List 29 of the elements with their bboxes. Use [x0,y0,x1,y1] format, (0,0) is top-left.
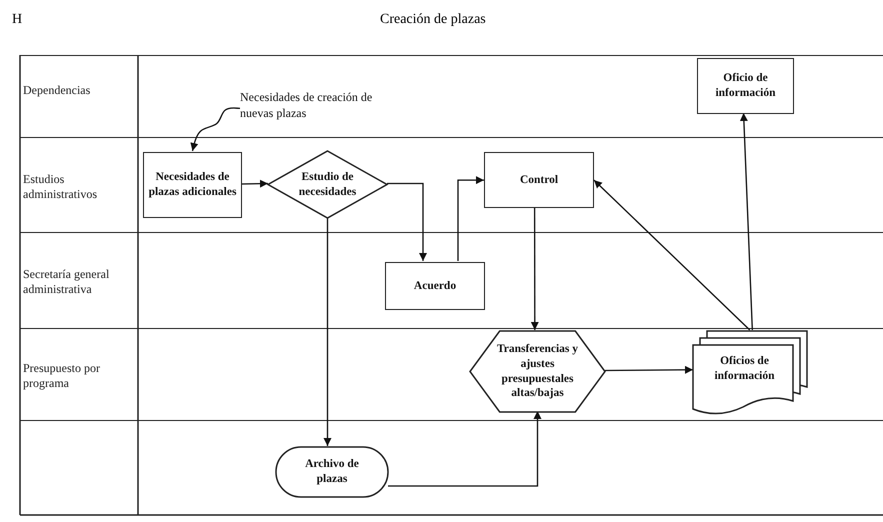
arrow [605,366,693,374]
node-label: Control [520,172,558,188]
arrow [190,107,240,152]
arrow [242,180,268,188]
arrow [387,182,427,261]
arrow [740,112,753,330]
node-label: Necesidades de plazas adicionales [148,170,237,200]
document-box [697,58,794,114]
node-label: Transferencias y ajustes presupuestales altas/bajas [496,342,580,402]
process-box [143,152,242,218]
page-letter: H [12,12,22,28]
node-label: Oficio de información [714,71,777,101]
arrow [457,176,484,261]
lane-label: Secretaría general administrativa [23,267,110,297]
lane-label: Presupuesto por programa [23,361,101,391]
node-label: Acuerdo [414,278,456,294]
process-box [484,152,594,208]
arrow [594,180,750,330]
input-note: Necesidades de creación de nuevas plazas [240,90,374,122]
lane-label: Estudios administrativos [23,172,98,202]
process-box [385,262,485,310]
node-label: Estudio de necesidades [298,170,358,200]
arrow [530,207,539,330]
arrow [324,217,332,446]
node-label: Archivo de plazas [304,457,360,487]
node-label: Oficios de información [713,354,776,384]
diagram-title: Creación de plazas [380,12,486,28]
lane-label: Dependencias [23,83,92,98]
arrow [388,411,542,487]
